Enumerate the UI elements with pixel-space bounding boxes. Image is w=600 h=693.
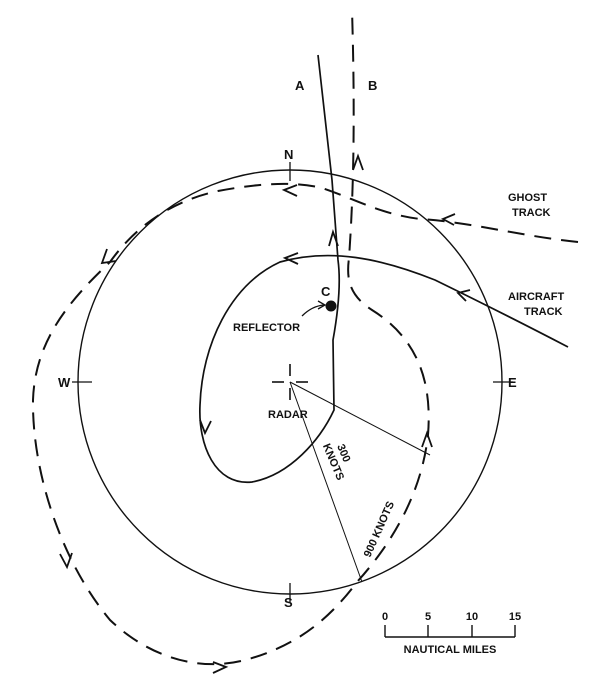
arrow-ghost-west-icon <box>100 248 117 265</box>
ghost-track-label-line2: TRACK <box>512 207 551 219</box>
arrow-ghost-south-icon <box>59 552 73 570</box>
reflector-pointer-arrow <box>301 300 327 317</box>
north-label: N <box>284 147 293 162</box>
ghost-track-label-line1: GHOST <box>508 192 547 204</box>
track-b-label: B <box>368 78 377 93</box>
scale-tick-5: 5 <box>425 611 431 623</box>
aircraft-track-label-line2: TRACK <box>524 306 563 318</box>
reflector-point <box>325 300 337 312</box>
arrow-aircraft-incoming-icon <box>456 289 471 302</box>
radial-line-to-south-arc <box>289 381 363 583</box>
radar-crosshair-icon <box>272 364 308 400</box>
point-c-label: C <box>321 284 331 299</box>
scale-tick-10: 10 <box>466 611 478 623</box>
radial-line-to-east-arc <box>289 381 431 456</box>
arrow-aircraft-south-icon <box>199 419 212 436</box>
ghost-track-line <box>31 9 579 666</box>
scale-unit-label: NAUTICAL MILES <box>404 644 497 656</box>
arrow-ghost-return-north-icon <box>421 430 433 448</box>
track-a-label: A <box>295 78 305 93</box>
aircraft-track-label-line1: AIRCRAFT <box>508 291 564 303</box>
east-label: E <box>508 375 517 390</box>
distance-scale-bar: 0 5 10 15 NAUTICAL MILES <box>382 611 521 656</box>
west-label: W <box>58 375 71 390</box>
scale-tick-15: 15 <box>509 611 521 623</box>
arrow-aircraft-west-icon <box>282 252 299 265</box>
arrow-aircraft-north-icon <box>328 229 339 247</box>
reflector-label: REFLECTOR <box>233 322 300 334</box>
arrow-ghost-north-west-icon <box>281 184 298 197</box>
scale-tick-0: 0 <box>382 611 388 623</box>
south-label: S <box>284 595 293 610</box>
speed-900-label: 900 KNOTS <box>362 500 397 560</box>
speed-300-label: 300 KNOTS <box>320 437 358 482</box>
arrow-ghost-east-icon <box>212 661 229 674</box>
aircraft-track-line <box>199 54 569 483</box>
arrow-ghost-north-icon <box>352 153 364 171</box>
radar-label: RADAR <box>268 409 308 421</box>
arrow-ghost-incoming-icon <box>440 213 456 226</box>
